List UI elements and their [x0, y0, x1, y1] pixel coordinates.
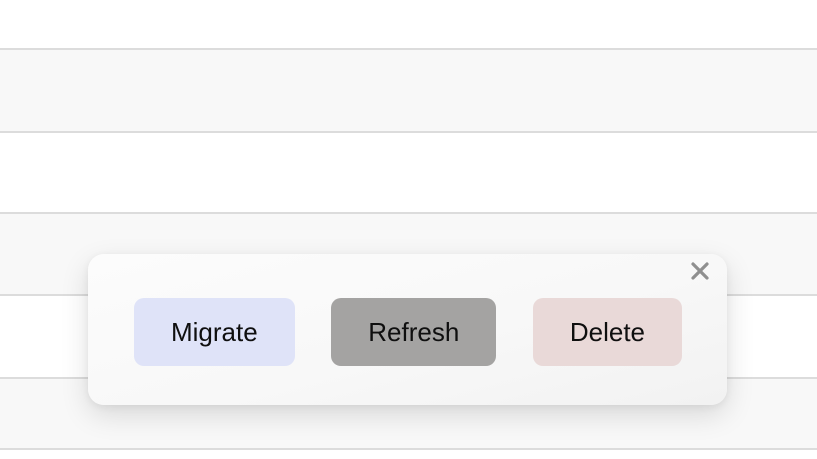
delete-button[interactable]: Delete	[532, 298, 682, 366]
table-row	[0, 0, 817, 48]
migrate-button[interactable]: Migrate	[134, 298, 295, 366]
table-row	[0, 448, 817, 459]
close-button[interactable]	[687, 258, 713, 284]
refresh-button[interactable]: Refresh	[331, 298, 497, 366]
dialog-button-row: Migrate Refresh Delete	[134, 298, 682, 366]
table-row	[0, 48, 817, 131]
table-row	[0, 131, 817, 212]
close-icon	[691, 262, 709, 280]
action-dialog: Migrate Refresh Delete	[88, 254, 727, 405]
